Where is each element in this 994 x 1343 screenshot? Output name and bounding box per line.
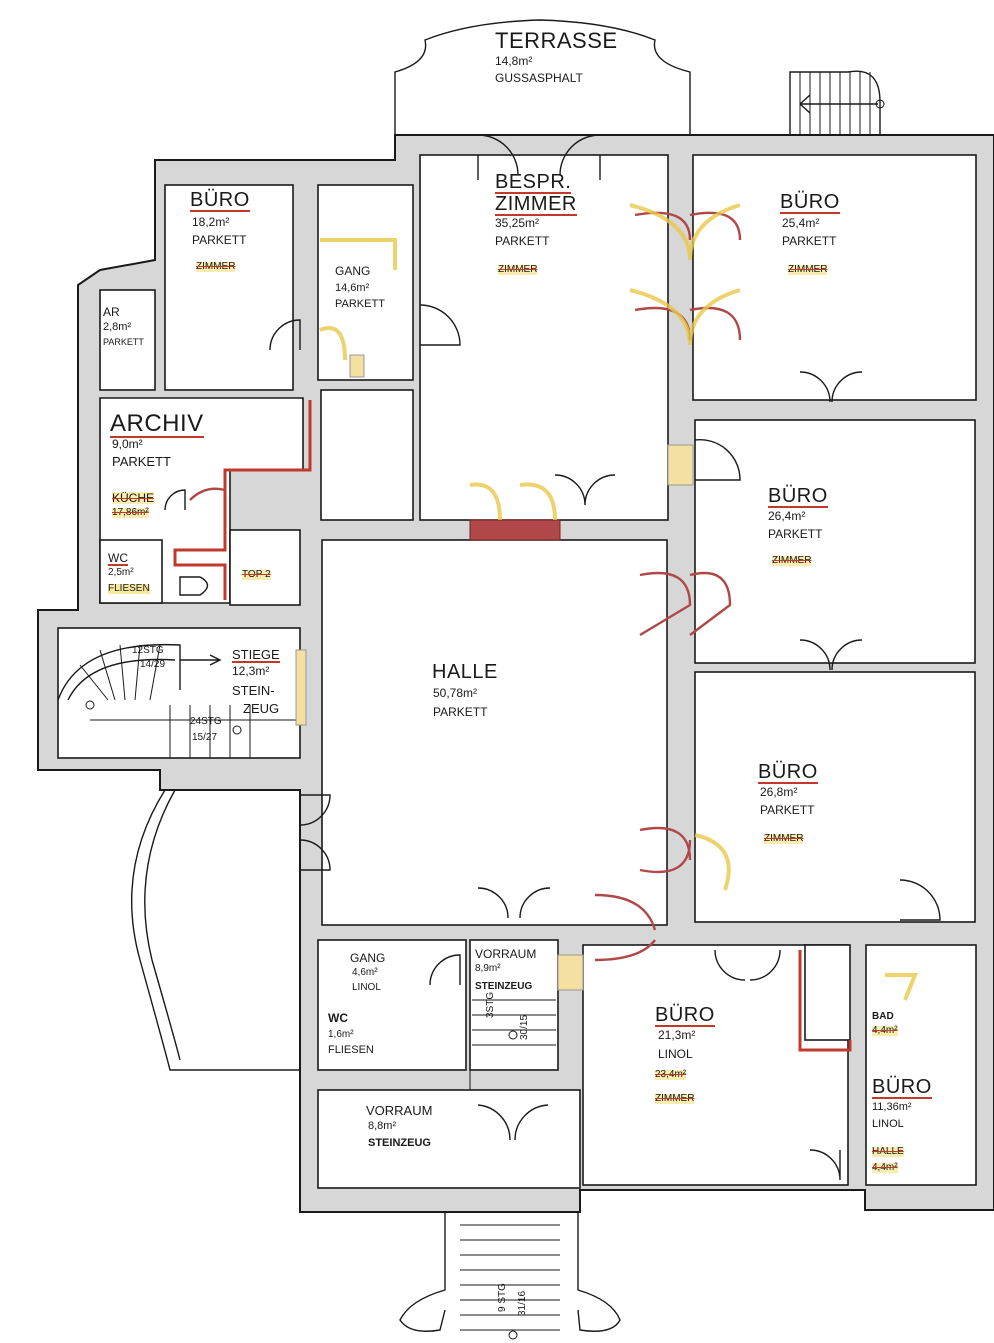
bespr-name2: ZIMMER	[495, 193, 577, 216]
doors	[164, 134, 941, 1181]
garden-curve	[131, 789, 300, 1071]
terrasse-steps	[789, 70, 881, 135]
stg2-a: 9 STG	[497, 1283, 508, 1312]
gang1-material: PARKETT	[335, 298, 385, 310]
stg2-b: 31/16	[517, 1290, 528, 1316]
wc1-area: 2,5m²	[108, 567, 134, 578]
buero2-material: PARKETT	[782, 234, 837, 248]
wc2-area: 1,6m²	[328, 1029, 354, 1040]
archiv-name: ARCHIV	[110, 410, 204, 438]
stiege-steps1a: 12STG	[132, 645, 164, 656]
buero1-area: 18,2m²	[192, 215, 230, 229]
gang1-area: 14,6m²	[335, 282, 370, 294]
bespr-old: ZIMMER	[498, 264, 538, 275]
stiege-material2: ZEUG	[243, 701, 280, 716]
wc2-name: WC	[328, 1011, 348, 1025]
wc1-name: WC	[108, 551, 128, 566]
stiege-steps1b: 14/29	[140, 659, 166, 670]
stiege-material1: STEIN-	[232, 683, 275, 698]
ar-material: PARKETT	[103, 337, 144, 347]
archiv-area: 9,0m²	[112, 437, 143, 451]
room-outlines	[57, 154, 977, 1189]
stiege-steps2b: 15/27	[192, 732, 218, 743]
buero1-material: PARKETT	[192, 233, 247, 247]
bespr-area: 35,25m²	[495, 216, 540, 230]
buero6-old-name: HALLE	[872, 1146, 904, 1157]
stiege-steps2a: 24STG	[190, 716, 222, 727]
buero1-old: ZIMMER	[196, 261, 236, 272]
buero5-material: LINOL	[658, 1047, 693, 1061]
terrasse-area: 14,8m²	[495, 54, 533, 68]
archiv-material: PARKETT	[112, 454, 171, 469]
yellow-modifications	[295, 203, 918, 1001]
buero3-material: PARKETT	[768, 527, 823, 541]
buero5-area: 21,3m²	[658, 1028, 696, 1042]
buero2-area: 25,4m²	[782, 216, 820, 230]
buero6-material: LINOL	[872, 1118, 904, 1130]
vorraum1-area: 8,9m²	[475, 963, 501, 974]
buero5-old-area: 23,4m²	[655, 1069, 687, 1080]
buero6-old-area: 4,4m²	[872, 1162, 898, 1173]
top2-label: TOP 2	[242, 569, 271, 580]
ar-name: AR	[103, 305, 120, 319]
terrasse-outline	[394, 19, 691, 135]
bespr-name1: BESPR.	[495, 171, 572, 194]
archiv-old-name: KÜCHE	[112, 491, 155, 505]
buero3-name: BÜRO	[768, 485, 828, 508]
buero1-name: BÜRO	[190, 189, 250, 212]
stg1-a: 3STG	[485, 991, 496, 1018]
wc2-material: FLIESEN	[328, 1044, 374, 1056]
ar-area: 2,8m²	[103, 321, 132, 333]
terrasse-name: TERRASSE	[495, 28, 618, 53]
buero4-old: ZIMMER	[764, 833, 804, 844]
gang2-name: GANG	[350, 951, 386, 965]
buero4-name: BÜRO	[758, 761, 818, 784]
buero3-area: 26,4m²	[768, 509, 806, 523]
buero5-name: BÜRO	[655, 1004, 715, 1027]
halle-area: 50,78m²	[433, 686, 478, 700]
fixtures	[85, 94, 885, 1340]
stiege-name: STIEGE	[232, 647, 280, 663]
vorraum2-material: STEINZEUG	[368, 1137, 431, 1149]
garden-curve-2	[144, 789, 181, 1061]
buero6-area: 11,36m²	[872, 1101, 912, 1113]
vorraum1-material: STEINZEUG	[475, 981, 533, 992]
stiege-area: 12,3m²	[232, 664, 270, 678]
stg1-b: 30/15	[519, 1014, 530, 1040]
halle-material: PARKETT	[433, 705, 488, 719]
buero2-old: ZIMMER	[788, 264, 828, 275]
buero5-old: ZIMMER	[655, 1093, 695, 1104]
gang2-material: LINOL	[352, 982, 381, 993]
buero3-old: ZIMMER	[772, 555, 812, 566]
gang1-name: GANG	[335, 264, 371, 278]
halle-name: HALLE	[432, 661, 498, 683]
bespr-material: PARKETT	[495, 234, 550, 248]
buero4-area: 26,8m²	[760, 785, 798, 799]
vorraum1-name: VORRAUM	[475, 947, 537, 961]
wc1-material: FLIESEN	[108, 583, 150, 594]
bad-area: 4,4m²	[872, 1025, 898, 1036]
buero2-name: BÜRO	[780, 191, 840, 214]
bad-name: BAD	[872, 1011, 894, 1022]
stair-lines	[57, 643, 621, 1332]
terrasse-material: GUSSASPHALT	[495, 71, 583, 85]
gang2-area: 4,6m²	[352, 967, 378, 978]
vorraum2-area: 8,8m²	[368, 1120, 397, 1132]
vorraum2-name: VORRAUM	[366, 1103, 433, 1118]
buero4-material: PARKETT	[760, 803, 815, 817]
buero6-name: BÜRO	[872, 1076, 932, 1099]
archiv-old-area: 17,86m²	[112, 507, 149, 518]
